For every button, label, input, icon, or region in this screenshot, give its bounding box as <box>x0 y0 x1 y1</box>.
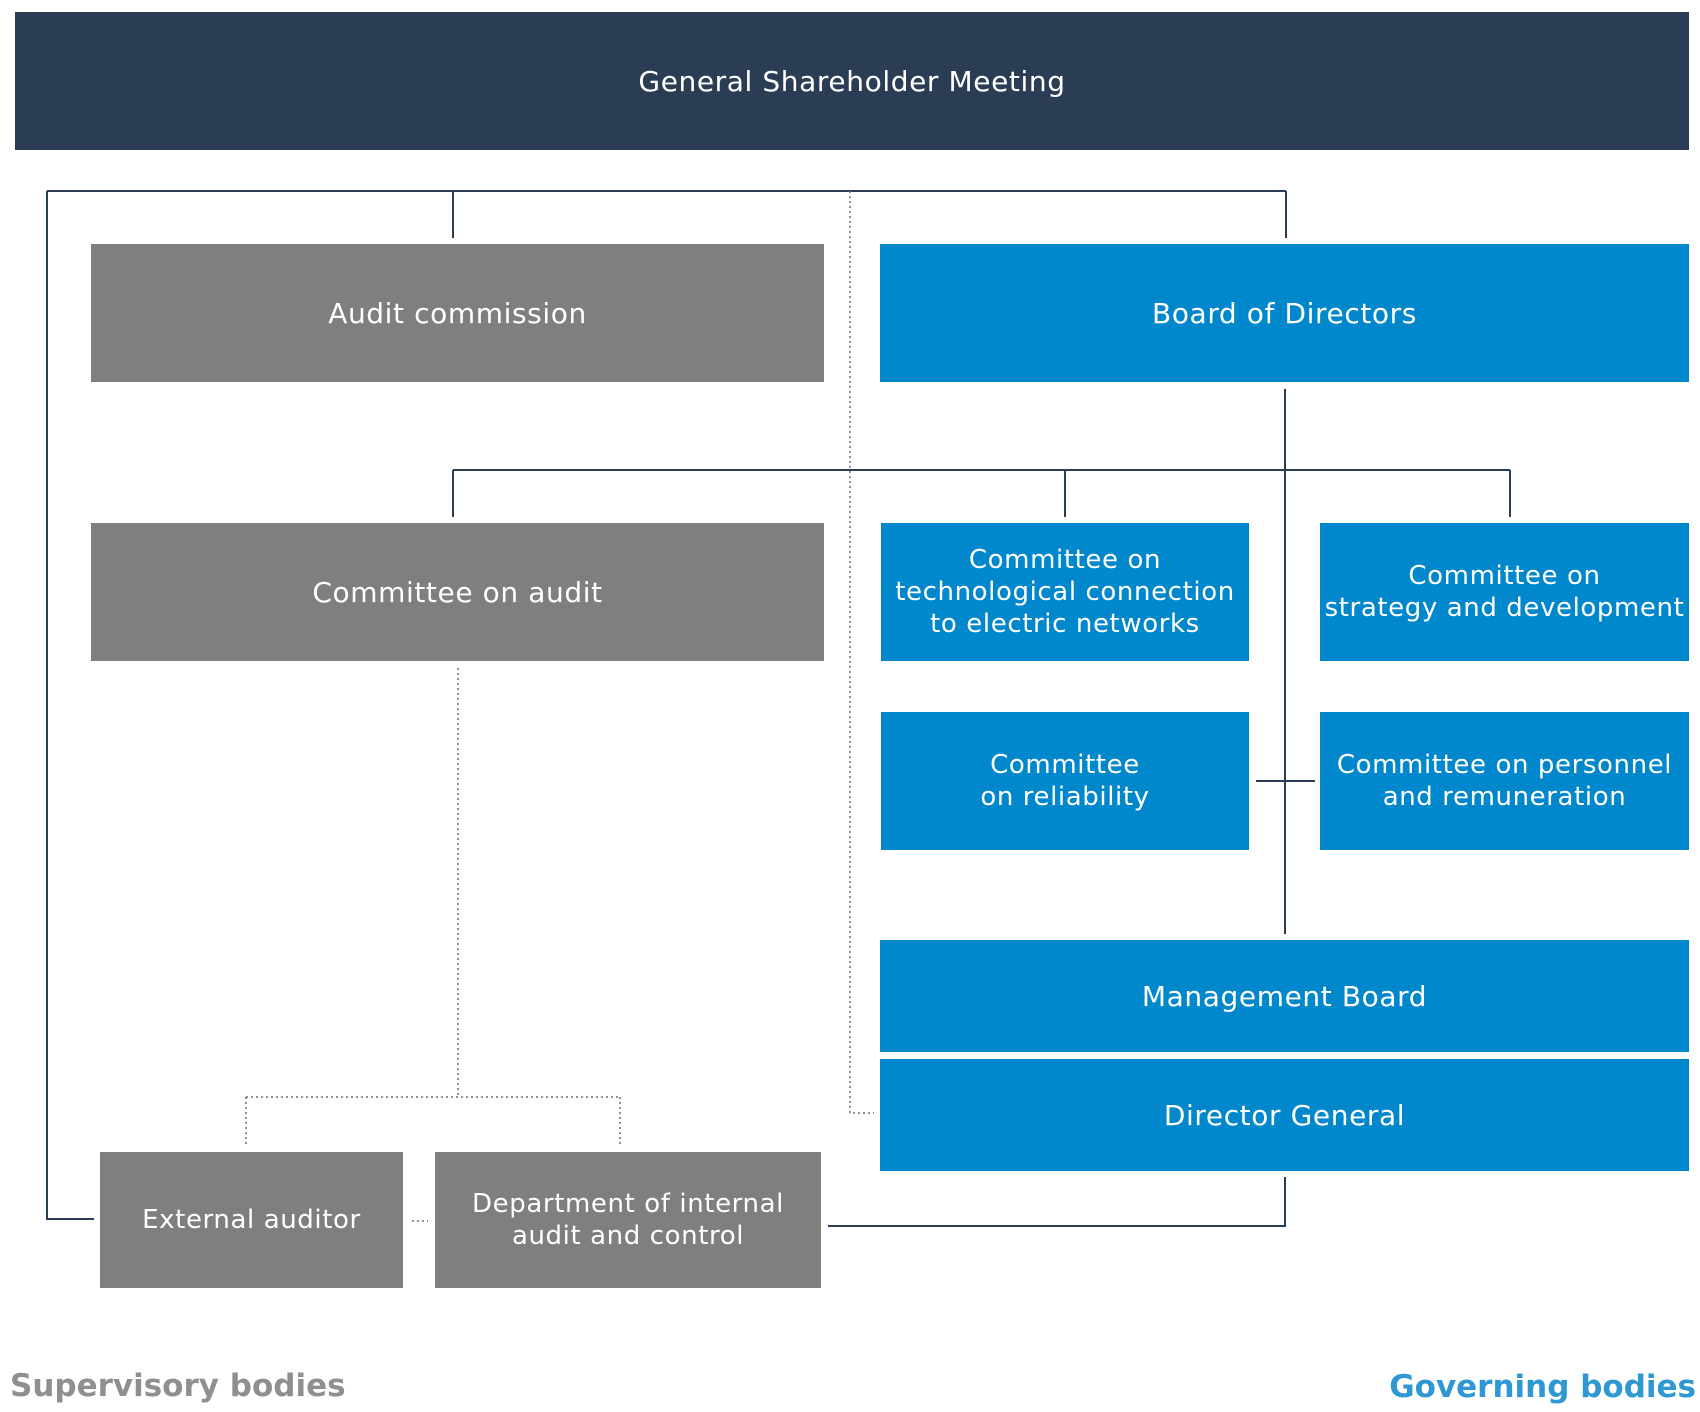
committee-reliability-box: Committee on reliability <box>881 712 1249 850</box>
dotted-shareholders-dg <box>849 191 874 1114</box>
internal-audit-department-box: Department of internal audit and control <box>435 1152 821 1288</box>
audit-commission-box: Audit commission <box>91 244 824 382</box>
connector-dg-internal-audit <box>828 1177 1286 1227</box>
committee-technological-connection-box: Committee on technological connection to… <box>881 523 1249 661</box>
board-of-directors-box: Board of Directors <box>880 244 1689 382</box>
legend-governing-bodies: Governing bodies <box>1389 1369 1696 1405</box>
connector-left-rail <box>46 191 94 1220</box>
external-auditor-box: External auditor <box>100 1152 403 1288</box>
general-shareholder-meeting-box: General Shareholder Meeting <box>15 12 1689 150</box>
committee-on-audit-box: Committee on audit <box>91 523 824 661</box>
committee-strategy-development-box: Committee on strategy and development <box>1320 523 1689 661</box>
committee-personnel-remuneration-box: Committee on personnel and remuneration <box>1320 712 1689 850</box>
management-board-box: Management Board <box>880 940 1689 1052</box>
legend-supervisory-bodies: Supervisory bodies <box>10 1368 346 1404</box>
director-general-box: Director General <box>880 1059 1689 1171</box>
